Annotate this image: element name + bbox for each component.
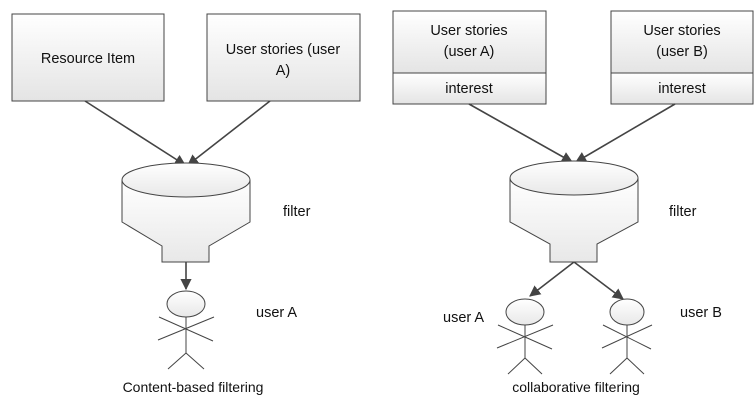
user-a-figure <box>157 290 215 370</box>
arrow-filter-to-user-a <box>529 261 575 297</box>
collaborative-caption: collaborative filtering <box>512 379 640 395</box>
arrow-resource-to-filter <box>84 100 186 166</box>
user-a-stories-line2: (user A) <box>444 44 495 60</box>
collab-user-b-figure <box>601 298 653 375</box>
user-b-stories-line1: User stories <box>643 23 720 39</box>
arrow-user-a-to-filter <box>468 103 573 163</box>
arrow-user-b-to-filter <box>575 103 676 163</box>
user-b-interest-label: interest <box>658 81 706 97</box>
user-a-label: user A <box>256 305 297 321</box>
collab-filter-funnel <box>509 160 639 263</box>
arrow-filter-to-user-b <box>573 261 624 300</box>
resource-item-box: Resource Item <box>11 13 165 102</box>
content-based-diagram: Resource Item User stories (user A) filt… <box>11 13 361 395</box>
resource-item-label: Resource Item <box>41 51 135 67</box>
user-b-stories-line2: (user B) <box>656 44 708 60</box>
arrow-user-to-filter <box>187 100 271 166</box>
content-based-caption: Content-based filtering <box>123 379 264 395</box>
collab-user-b-label: user B <box>680 305 722 321</box>
collab-filter-label: filter <box>669 204 697 220</box>
user-a-interest-label: interest <box>445 81 493 97</box>
user-b-stories-box: User stories (user B) interest <box>610 10 754 105</box>
user-stories-box: User stories (user A) <box>206 13 361 102</box>
collab-user-a-label: user A <box>443 310 484 326</box>
filter-label: filter <box>283 204 311 220</box>
user-a-stories-box: User stories (user A) interest <box>392 10 547 105</box>
user-a-stories-line1: User stories <box>430 23 507 39</box>
filter-funnel <box>121 162 251 263</box>
user-stories-label-line1: User stories (user <box>226 42 341 58</box>
user-stories-label-line2: A) <box>276 63 291 79</box>
collaborative-diagram: User stories (user A) interest User stor… <box>392 10 754 395</box>
collab-user-a-figure <box>496 298 554 375</box>
